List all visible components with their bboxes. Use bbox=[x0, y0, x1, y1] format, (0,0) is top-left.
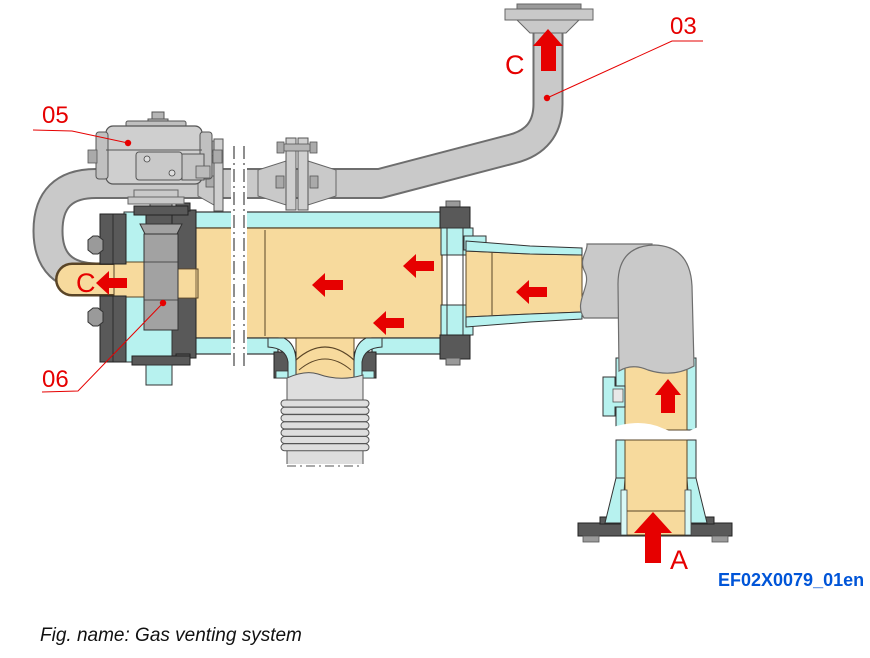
flow-arrow-up-vent bbox=[533, 29, 563, 71]
callout-06-label: 06 bbox=[42, 366, 69, 393]
flow-arrow-left-outlet bbox=[96, 271, 127, 295]
flow-arrow-left-1 bbox=[312, 273, 343, 297]
drawing-code: EF02X0079_01en bbox=[718, 570, 864, 590]
flow-label-c-left: C bbox=[76, 268, 96, 298]
valve-drain-stub bbox=[145, 364, 173, 386]
callout-03: 03 bbox=[543, 13, 703, 102]
flow-arrow-up-riser bbox=[655, 379, 681, 413]
callout-06: 06 bbox=[41, 299, 167, 393]
flow-arrow-up-inlet bbox=[634, 512, 672, 563]
vent-outlet-flange bbox=[504, 3, 594, 34]
valve-plug bbox=[139, 213, 183, 331]
shutoff-valve bbox=[87, 195, 197, 386]
callout-03-label: 03 bbox=[670, 13, 697, 40]
break-line bbox=[231, 146, 247, 370]
flow-arrow-left-reducer bbox=[516, 280, 547, 304]
flange-bolt bbox=[87, 307, 104, 327]
callout-05-label: 05 bbox=[42, 102, 69, 129]
valve-actuator bbox=[87, 111, 223, 205]
figure-caption: Fig. name: Gas venting system bbox=[40, 625, 302, 646]
flow-arrows bbox=[96, 29, 681, 563]
reducer-cone bbox=[465, 240, 583, 328]
flow-label-a-bottom: A bbox=[670, 545, 688, 575]
pipe-elbow bbox=[579, 243, 695, 374]
flange-bolt bbox=[87, 235, 104, 255]
expansion-bellows bbox=[280, 372, 370, 469]
bolted-flange-joint bbox=[257, 137, 337, 211]
actuator-cover-plate bbox=[135, 151, 183, 181]
flow-label-c-top: C bbox=[505, 50, 525, 80]
callout-05: 05 bbox=[32, 102, 132, 147]
flow-arrow-left-2 bbox=[403, 254, 434, 278]
flow-arrow-left-3 bbox=[373, 311, 404, 335]
